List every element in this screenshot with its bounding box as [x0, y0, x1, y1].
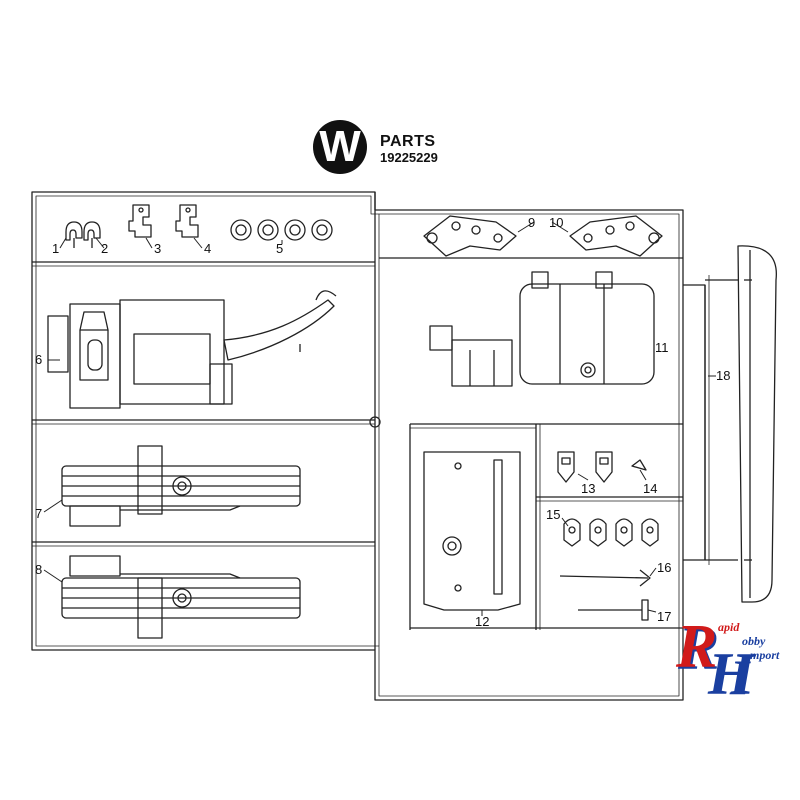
logo-letter-h: H — [708, 641, 755, 707]
sprue-title: PARTS — [380, 133, 436, 150]
logo-letter-r: R — [676, 613, 718, 681]
sprue-frame — [31, 191, 738, 701]
logo-word-apid: apid — [718, 620, 740, 634]
part-18-bar — [737, 245, 777, 603]
part-number-13: 13 — [581, 481, 596, 496]
part-12-plate — [423, 451, 521, 611]
part-6-battery-box — [47, 290, 337, 409]
sprue-part-code: 19225229 — [380, 150, 438, 165]
part-9-bracket — [423, 215, 517, 257]
part-3-4-brackets — [128, 204, 199, 238]
part-16-17-rods — [559, 569, 651, 621]
part-number-14: 14 — [643, 481, 658, 496]
logo-letter-i: I — [730, 649, 750, 705]
part-15-clamps — [563, 518, 659, 547]
sprue-letter-badge: W — [313, 120, 367, 174]
part-number-8: 8 — [35, 562, 43, 577]
part-number-15: 15 — [546, 507, 561, 522]
logo-word-obby: obby — [742, 634, 766, 648]
part-number-16: 16 — [657, 560, 672, 575]
part-number-12: 12 — [475, 614, 490, 629]
part-number-2: 2 — [101, 241, 109, 256]
part-number-9: 9 — [528, 215, 536, 230]
part-11-fuel-tank — [429, 271, 655, 387]
part-8-side-step — [61, 555, 301, 639]
part-5-nuts — [230, 219, 333, 241]
part-number-1: 1 — [52, 241, 60, 256]
part-7-side-step — [61, 445, 301, 527]
leader-lines — [43, 221, 716, 616]
part-number-5: 5 — [276, 241, 284, 256]
part-number-17: 17 — [657, 609, 672, 624]
part-number-6: 6 — [35, 352, 43, 367]
logo-word-mport: mport — [750, 648, 780, 662]
part-number-18: 18 — [716, 368, 731, 383]
part-number-3: 3 — [154, 241, 162, 256]
part-number-4: 4 — [204, 241, 212, 256]
part-number-7: 7 — [35, 506, 43, 521]
part-10-bracket — [569, 215, 663, 257]
part-number-11: 11 — [655, 340, 669, 355]
part-13-14-clips — [557, 451, 647, 483]
part-number-10: 10 — [549, 215, 564, 230]
part-1-2-hooks — [65, 221, 101, 248]
